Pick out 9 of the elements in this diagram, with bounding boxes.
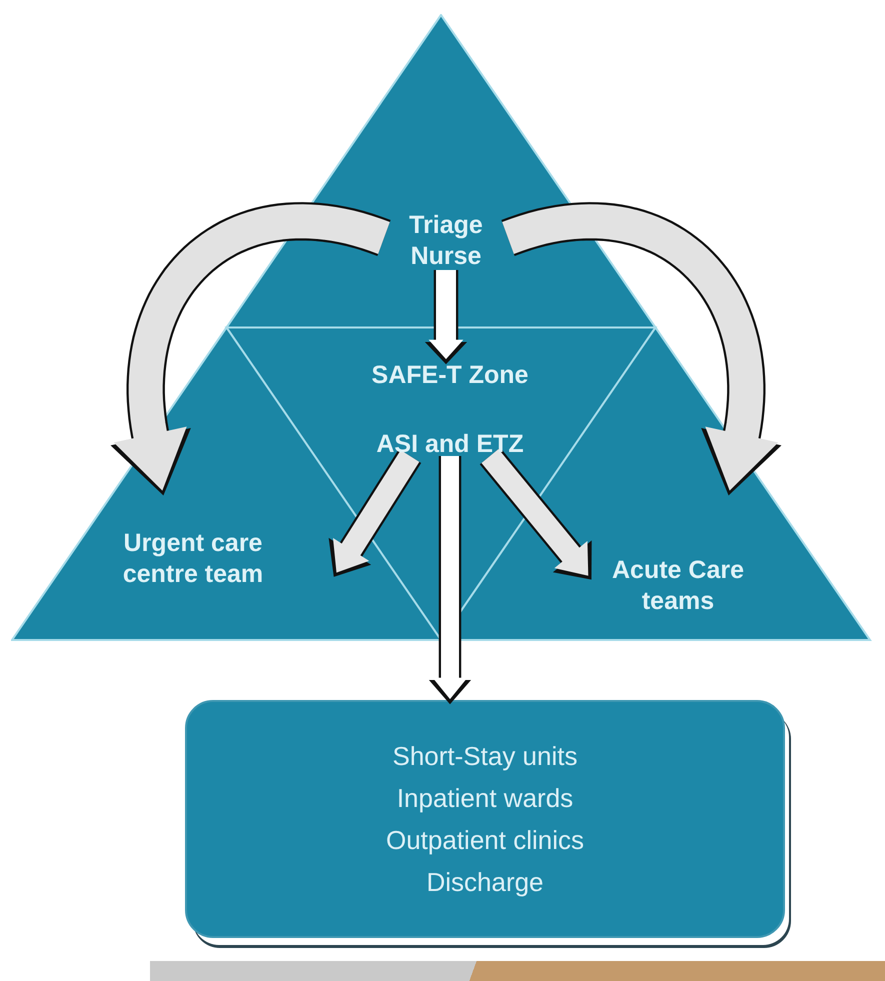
node-label: Discharge <box>426 866 544 899</box>
node-label: Urgent care centre team <box>122 528 264 590</box>
node-label: Triage Nurse <box>408 210 484 272</box>
node-label: Inpatient wards <box>396 782 574 815</box>
node-label: SAFE-T Zone <box>372 360 528 391</box>
node-label: Short-Stay units <box>392 740 578 773</box>
node-label: Acute Care teams <box>611 555 745 617</box>
node-label: Outpatient clinics <box>386 824 584 857</box>
node-label: ASI and ETZ <box>376 429 524 460</box>
